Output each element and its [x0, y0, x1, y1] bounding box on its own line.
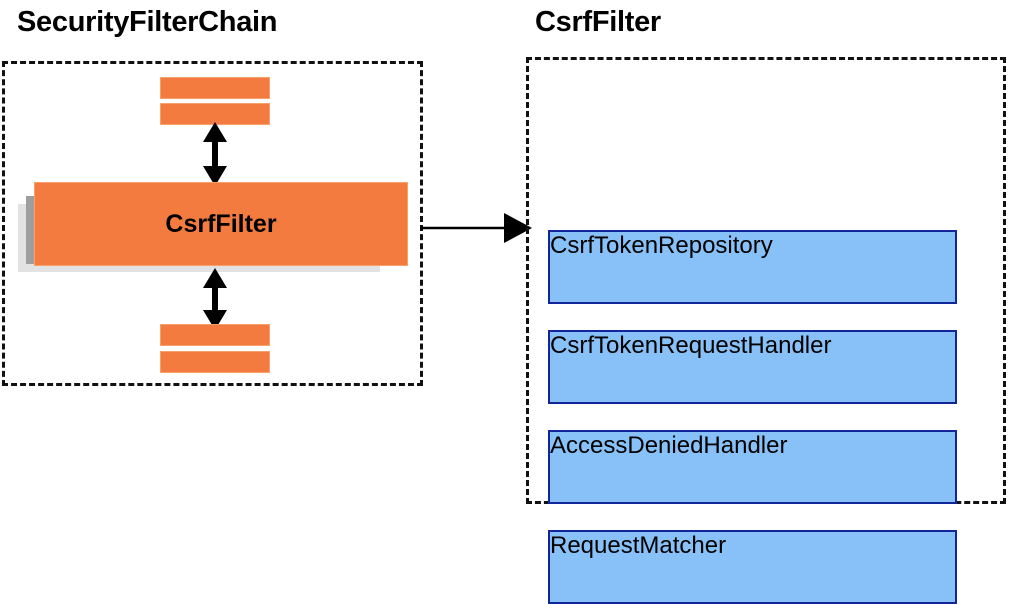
shadow-light	[548, 394, 948, 462]
collaborator-label: CsrfTokenRepository	[548, 230, 957, 304]
collaborator-label: CsrfTokenRequestHandler	[548, 330, 957, 404]
shadow-dark	[548, 462, 948, 530]
filter-bar-bottom-1	[160, 324, 270, 346]
collaborator-box[interactable]: AccessDeniedHandler	[548, 294, 988, 504]
shadow-light	[548, 194, 948, 262]
diagram-canvas: SecurityFilterChain CsrfFilter CsrfFilte…	[2, 6, 1006, 604]
chain-link-arrow-below	[203, 268, 227, 330]
filter-bar-top-1	[160, 77, 270, 99]
collaborator-box[interactable]: RequestMatcher	[548, 394, 988, 604]
node-csrffilter[interactable]: CsrfFilter	[18, 182, 408, 282]
panel-title-csrf-filter: CsrfFilter	[535, 6, 661, 38]
shadow-light	[548, 294, 948, 362]
collaborator-label: RequestMatcher	[548, 530, 957, 604]
filter-bar-bottom-2	[160, 351, 270, 373]
collaborator-box[interactable]: CsrfTokenRepository	[548, 94, 988, 304]
collaborator-box[interactable]: CsrfTokenRequestHandler	[548, 194, 988, 404]
shadow-light	[548, 94, 948, 162]
chain-link-arrow-above	[203, 122, 227, 186]
node-csrffilter-label: CsrfFilter	[34, 182, 408, 266]
group-box-security-filter-chain	[2, 61, 423, 386]
panel-title-security-filter-chain: SecurityFilterChain	[17, 6, 278, 38]
collaborator-label: AccessDeniedHandler	[548, 430, 957, 504]
connector-arrow-csrffilter-to-detail	[420, 213, 532, 243]
